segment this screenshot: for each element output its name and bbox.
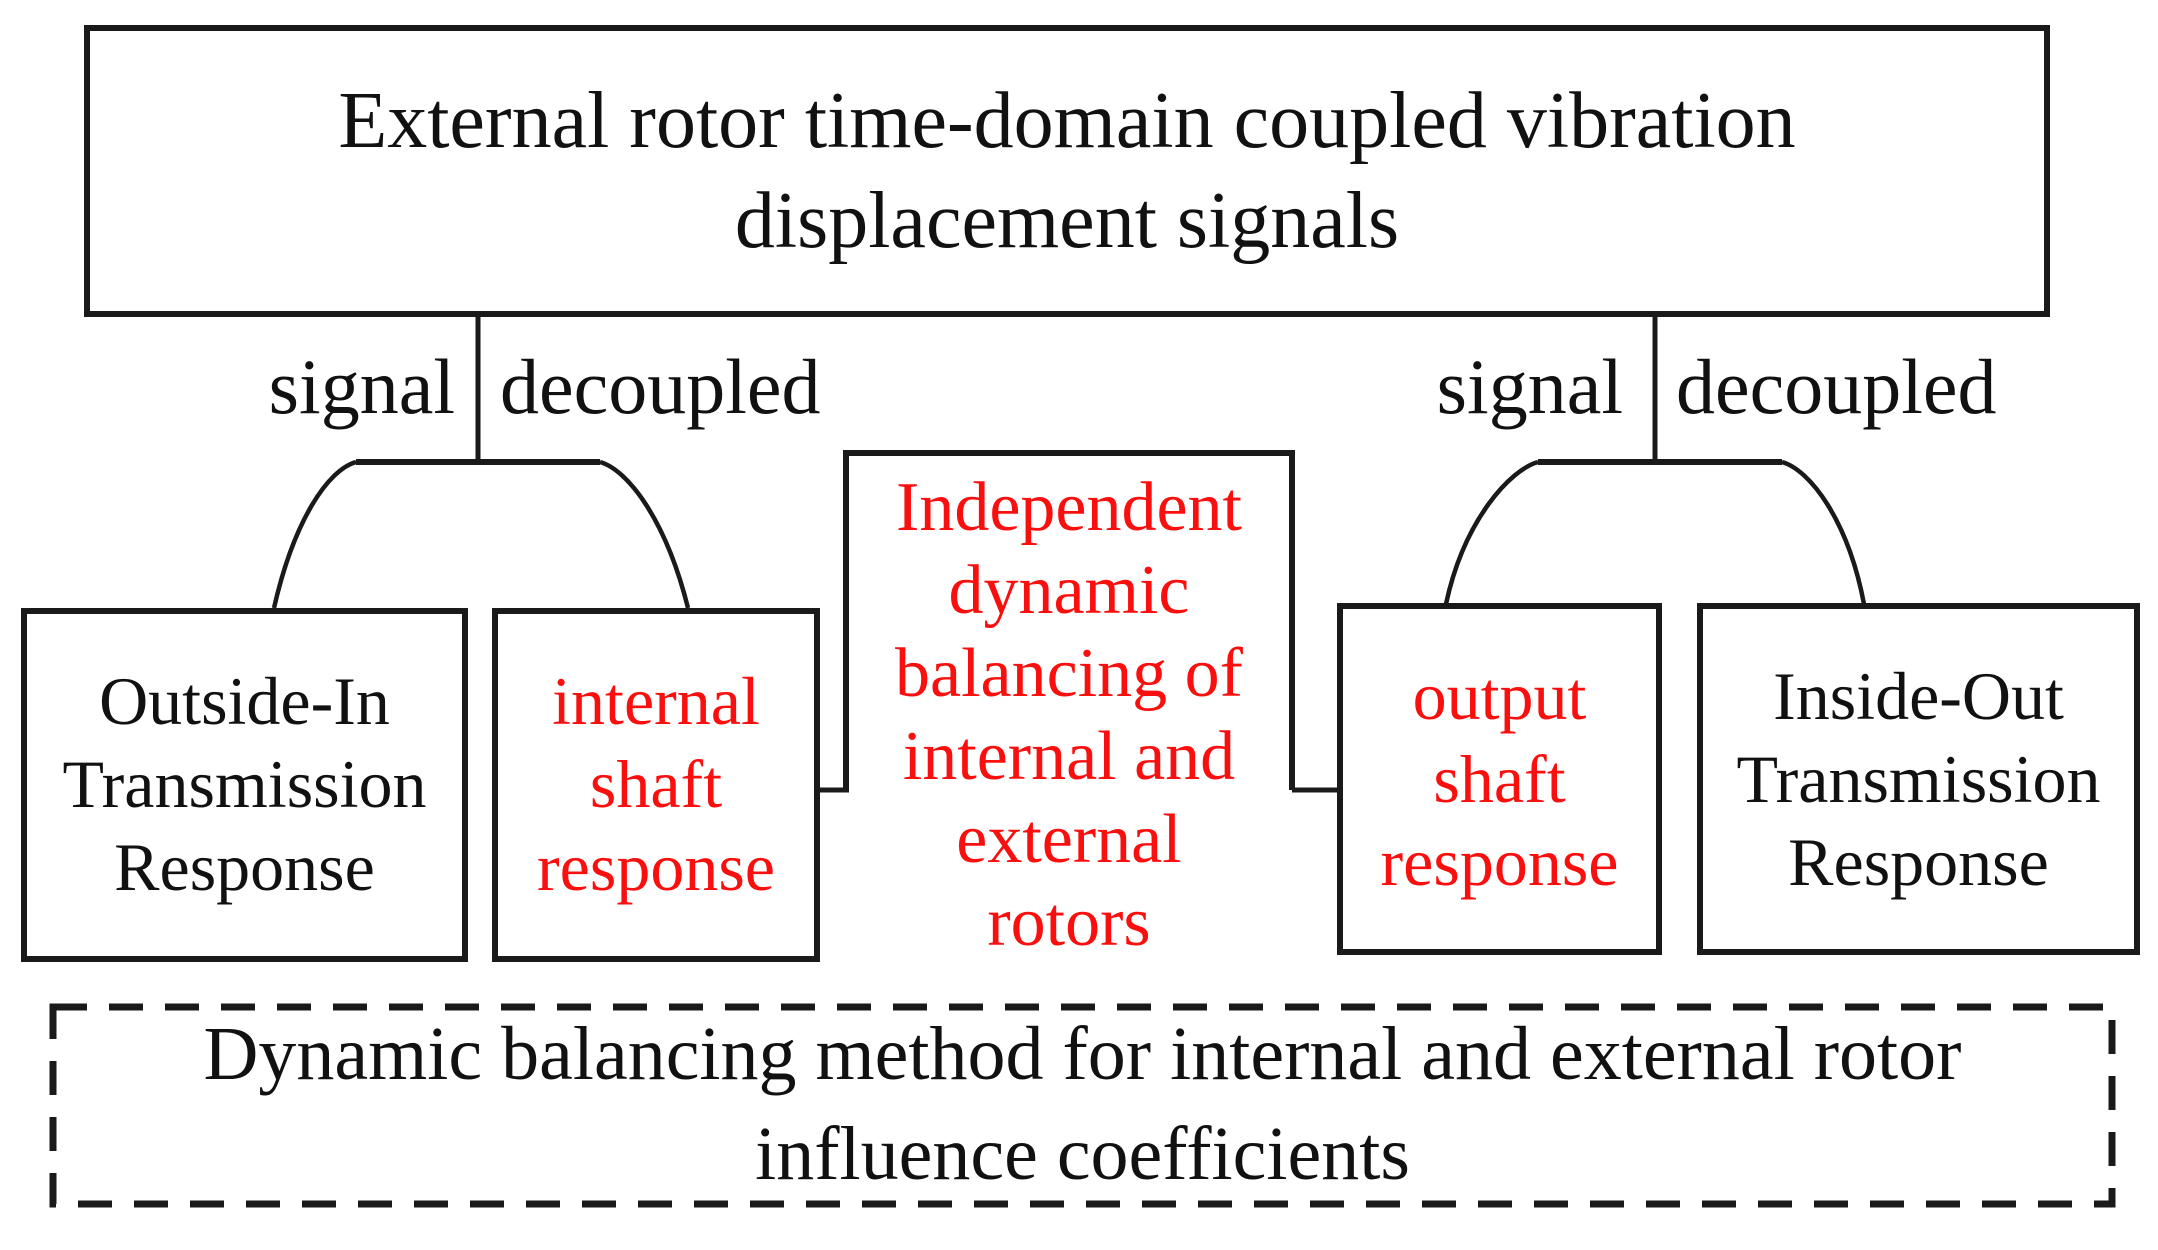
right-branch-signal-label: signal <box>1436 343 1623 430</box>
independent-box-text: Independent dynamic balancing of interna… <box>846 466 1292 964</box>
output-shaft-box-border <box>1337 603 1662 955</box>
dashed-method-box-border <box>49 1003 2116 1208</box>
inside-out-line1: Inside-Out <box>1773 657 2064 734</box>
independent-line6: rotors <box>987 884 1151 961</box>
left-funnel-right-curve <box>599 459 691 609</box>
output-shaft-line2: shaft <box>1433 740 1566 817</box>
dashed-method-line1: Dynamic balancing method for internal an… <box>203 1012 1962 1096</box>
output-shaft-line1: output <box>1412 657 1587 734</box>
right-funnel-left-curve <box>1443 459 1539 605</box>
independent-line2: dynamic <box>948 552 1190 629</box>
independent-line3: balancing of <box>895 635 1243 712</box>
internal-shaft-line3: response <box>537 828 775 905</box>
left-branch-decoupled-label: decoupled <box>500 343 821 430</box>
internal-shaft-line1: internal <box>552 662 760 739</box>
right-funnel-right-curve <box>1781 459 1867 605</box>
output-shaft-box-text: output shaft response <box>1337 603 1662 955</box>
inside-out-box-text: Inside-Out Transmission Response <box>1697 603 2140 955</box>
independent-line4: internal and <box>902 718 1236 795</box>
internal-shaft-line2: shaft <box>589 745 723 822</box>
output-shaft-line3: response <box>1380 823 1619 900</box>
top-box-line2: displacement signals <box>734 177 1400 265</box>
top-box-text: External rotor time-domain coupled vibra… <box>84 25 2050 317</box>
outside-in-line3: Response <box>114 828 375 905</box>
independent-line5: external <box>956 801 1182 878</box>
dashed-method-line2: influence coefficients <box>755 1112 1410 1196</box>
left-branch-signal-label: signal <box>268 343 455 430</box>
inside-out-line2: Transmission <box>1736 740 2101 817</box>
top-box-border <box>84 25 2050 317</box>
inside-out-box-border <box>1697 603 2140 955</box>
independent-line1: Independent <box>896 469 1242 546</box>
outside-in-line2: Transmission <box>62 745 427 822</box>
internal-shaft-box-text: internal shaft response <box>492 608 820 960</box>
internal-shaft-box-border <box>492 608 820 962</box>
outside-in-box-border <box>21 608 468 962</box>
independent-box-border <box>843 450 1295 790</box>
inside-out-line3: Response <box>1788 823 2049 900</box>
outside-in-line1: Outside-In <box>99 662 390 739</box>
dashed-method-box-text: Dynamic balancing method for internal an… <box>50 1004 2115 1204</box>
outside-in-box-text: Outside-In Transmission Response <box>21 608 468 960</box>
right-branch-decoupled-label: decoupled <box>1676 343 1997 430</box>
left-funnel-left-curve <box>271 459 357 609</box>
top-box-line1: External rotor time-domain coupled vibra… <box>338 77 1796 165</box>
